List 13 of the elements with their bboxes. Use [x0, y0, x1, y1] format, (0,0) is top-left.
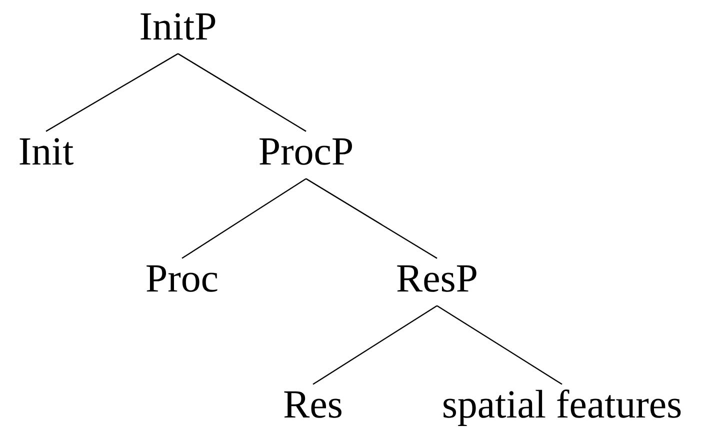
tree-label: Proc [146, 265, 218, 292]
tree-label: ProcP [260, 138, 352, 165]
tree-label: spatial features [444, 389, 681, 426]
tree-branch [182, 178, 306, 259]
tree-label: Init [20, 138, 74, 165]
tree-branch [436, 305, 562, 385]
tree-branch [306, 178, 438, 259]
tree-label: InitP [140, 13, 216, 40]
tree-label: Res [284, 391, 342, 418]
tree-branch [178, 53, 306, 132]
tree-branch [46, 53, 178, 132]
tree-branch [312, 305, 438, 385]
tree-label: ResP [397, 265, 476, 292]
